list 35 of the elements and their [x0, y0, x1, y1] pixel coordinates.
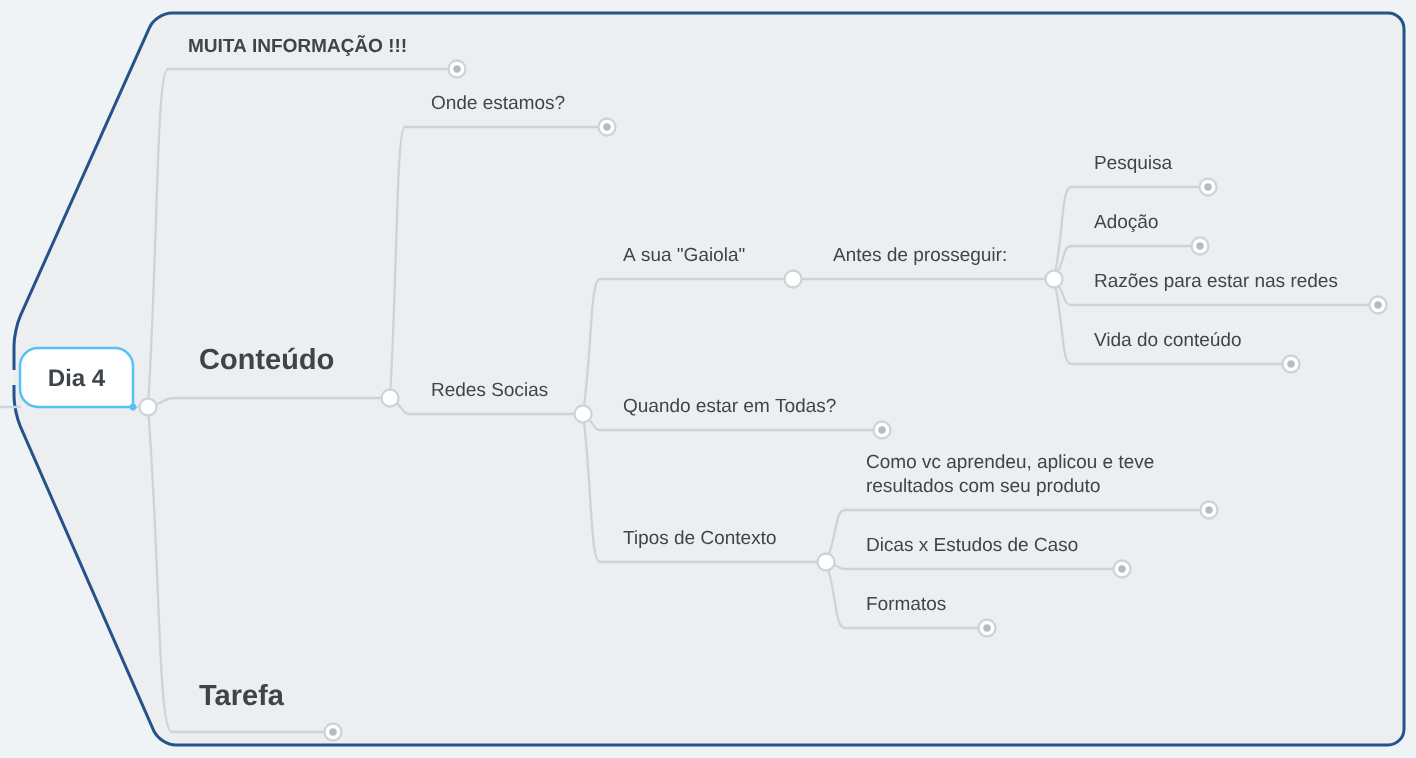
topic-label: Dicas x Estudos de Caso: [843, 537, 1115, 571]
topic-label: Onde estamos?: [403, 95, 600, 129]
topic-label: Tarefa: [170, 684, 326, 734]
branch-line: [801, 277, 817, 281]
topic-label: Formatos: [843, 596, 980, 630]
branch-line: [583, 277, 602, 406]
topic-label: Redes Socias: [408, 382, 576, 416]
topic-label: Conteúdo: [173, 347, 383, 400]
topic-label: Como vc aprendeu, aplicou e teve resultados com seu produto: [843, 454, 1202, 512]
branch-line: [147, 415, 174, 734]
topic-label: Razões para estar nas redes: [1069, 273, 1371, 307]
topic-label: Quando estar em Todas?: [598, 398, 875, 432]
branch-line: [827, 570, 847, 630]
branch-line: [155, 396, 177, 406]
topic-label: Tipos de Contexto: [598, 530, 819, 564]
topic-label: A sua "Gaiola": [598, 247, 786, 281]
branch-line: [828, 508, 847, 555]
topic-label: Vida do conteúdo: [1069, 332, 1284, 366]
branch-line: [396, 402, 412, 416]
topic-label: Adoção: [1069, 214, 1193, 248]
branch-line: [1057, 244, 1073, 272]
boundary-frame: [12, 11, 1406, 747]
branch-line: [582, 422, 602, 564]
topic-label: Antes de prosseguir:: [813, 247, 1047, 281]
branch-line: [1054, 185, 1073, 271]
topic-label: MUITA INFORMAÇÃO !!!: [166, 35, 450, 71]
central-topic-box: Dia 4: [18, 346, 140, 409]
branch-line: [588, 419, 602, 432]
branch-line: [833, 564, 847, 571]
topic-label: Pesquisa: [1069, 155, 1201, 189]
branch-line: [147, 67, 170, 399]
branch-line: [1054, 287, 1073, 366]
branch-line: [0, 405, 22, 409]
branch-line: [389, 125, 407, 390]
branch-line: [1058, 285, 1073, 307]
